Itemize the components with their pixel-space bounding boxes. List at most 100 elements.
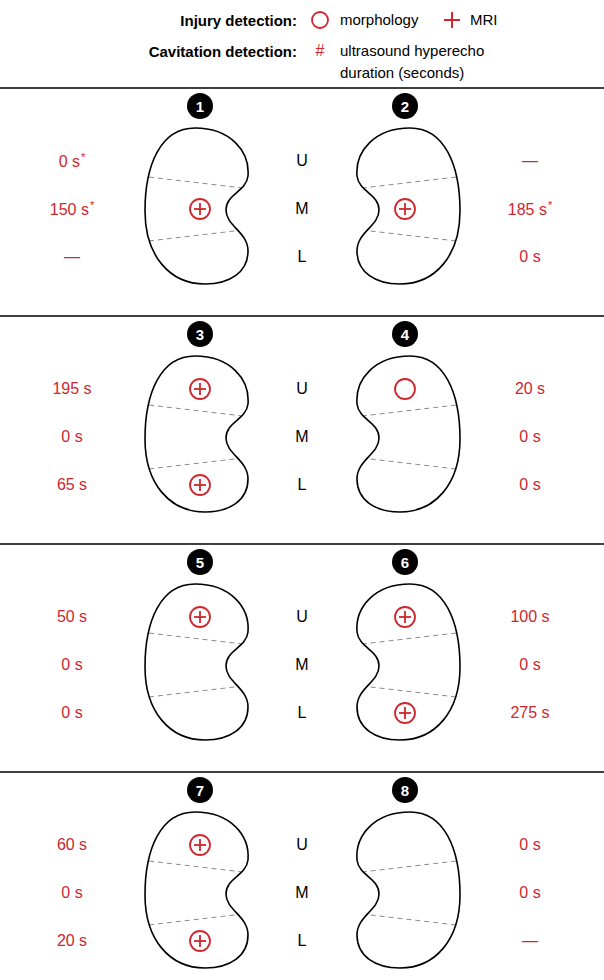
zone-letter: M [295, 200, 308, 217]
legend-entry: MRI [470, 9, 498, 31]
duration-value-holder: 0 s* [59, 151, 86, 171]
duration-value-holder: — [522, 152, 538, 170]
duration-value: 100 s [510, 608, 549, 625]
duration-value: 0 s [519, 884, 540, 901]
zone-letter-holder: U [296, 152, 308, 170]
duration-value-holder: 0 s [519, 476, 540, 494]
injury-marker [395, 199, 415, 219]
duration-value-holder: — [64, 248, 80, 266]
duration-value: 0 s [519, 476, 540, 493]
duration-value-holder: 0 s [519, 656, 540, 674]
duration-value: 0 s [519, 656, 540, 673]
zone-letter-holder: M [295, 884, 308, 902]
duration-value-holder: 100 s [510, 608, 549, 626]
zone-letter: U [296, 836, 308, 853]
duration-value-holder: 195 s [52, 380, 91, 398]
legend-symbol: # [316, 42, 325, 59]
duration-value: 0 s [61, 704, 82, 721]
legend-text: MRI [470, 11, 498, 28]
legend-entry: ultrasound hyperecho duration (seconds) [340, 40, 515, 84]
panel-number: 2 [401, 98, 409, 115]
duration-value-holder: 0 s [519, 428, 540, 446]
injury-marker [190, 475, 210, 495]
legend-heading: Injury detection: [180, 12, 297, 29]
badge-disc [392, 777, 418, 803]
injury-marker [190, 835, 210, 855]
panel-number-badge: 7 [187, 777, 213, 803]
injury-marker [190, 931, 210, 951]
zone-letter-holder: L [298, 932, 307, 950]
zone-letter-holder: L [298, 248, 307, 266]
zone-letter: M [295, 884, 308, 901]
duration-value-holder: 65 s [57, 476, 87, 494]
badge-disc [392, 321, 418, 347]
panel-number-badge: 8 [392, 777, 418, 803]
duration-value-holder: 150 s* [50, 199, 94, 219]
panel-number: 3 [196, 326, 204, 343]
injury-marker [190, 607, 210, 627]
duration-value: 0 s [61, 884, 82, 901]
badge-disc [392, 549, 418, 575]
panel-number: 8 [401, 782, 409, 799]
zone-letter: U [296, 608, 308, 625]
legend-text: ultrasound hyperecho duration (seconds) [340, 42, 484, 81]
duration-value: 60 s [57, 836, 87, 853]
badge-disc [187, 549, 213, 575]
duration-value: — [522, 152, 538, 169]
significance-asterisk: * [90, 199, 94, 211]
zone-letter-holder: M [295, 656, 308, 674]
duration-value-holder: 0 s [519, 836, 540, 854]
duration-value: 0 s [61, 428, 82, 445]
duration-value: 0 s [519, 836, 540, 853]
kidney-outline [345, 356, 465, 512]
duration-value: 185 s [508, 201, 547, 218]
legend-text: morphology [340, 11, 418, 28]
duration-value-holder: 20 s [515, 380, 545, 398]
zone-letter-holder: M [295, 428, 308, 446]
zone-letter: M [295, 428, 308, 445]
legend-heading-holder: Cavitation detection: [149, 43, 297, 60]
duration-value: 20 s [57, 932, 87, 949]
row-separator [0, 88, 604, 772]
kidney-outline [140, 128, 260, 284]
panel-number-badge: 4 [392, 321, 418, 347]
duration-value: 150 s [50, 201, 89, 218]
duration-value: 0 s [59, 153, 80, 170]
badge-disc [187, 321, 213, 347]
panel-number-badge: 5 [187, 549, 213, 575]
legend-entry: morphology [340, 9, 418, 31]
duration-value: — [522, 932, 538, 949]
duration-value: 20 s [515, 380, 545, 397]
duration-value: — [64, 248, 80, 265]
injury-marker [395, 703, 415, 723]
panel-number: 6 [401, 554, 409, 571]
zone-letter-holder: M [295, 200, 308, 218]
duration-value-holder: 185 s* [508, 199, 552, 219]
legend-symbol-holder: # [316, 42, 325, 60]
injury-marker [190, 379, 210, 399]
kidney-outline [345, 128, 465, 284]
zone-letter-holder: L [298, 704, 307, 722]
duration-value-holder: 0 s [61, 704, 82, 722]
duration-value: 275 s [510, 704, 549, 721]
duration-value-holder: 0 s [519, 248, 540, 266]
zone-letter: L [298, 704, 307, 721]
injury-marker [395, 607, 415, 627]
panel-number: 4 [401, 326, 409, 343]
duration-value-holder: 0 s [61, 884, 82, 902]
zone-letter: M [295, 656, 308, 673]
duration-value-holder: 0 s [61, 428, 82, 446]
kidney-outline [140, 584, 260, 740]
panel-number-badge: 3 [187, 321, 213, 347]
zone-letter-holder: U [296, 836, 308, 854]
zone-letter: L [298, 476, 307, 493]
duration-value: 0 s [519, 248, 540, 265]
injury-marker [190, 199, 210, 219]
duration-value: 50 s [57, 608, 87, 625]
panel-number-badge: 2 [392, 93, 418, 119]
panel-number: 5 [196, 554, 204, 571]
duration-value-holder: 20 s [57, 932, 87, 950]
panel-number-badge: 1 [187, 93, 213, 119]
panel-number-badge: 6 [392, 549, 418, 575]
panel-number: 1 [196, 98, 204, 115]
